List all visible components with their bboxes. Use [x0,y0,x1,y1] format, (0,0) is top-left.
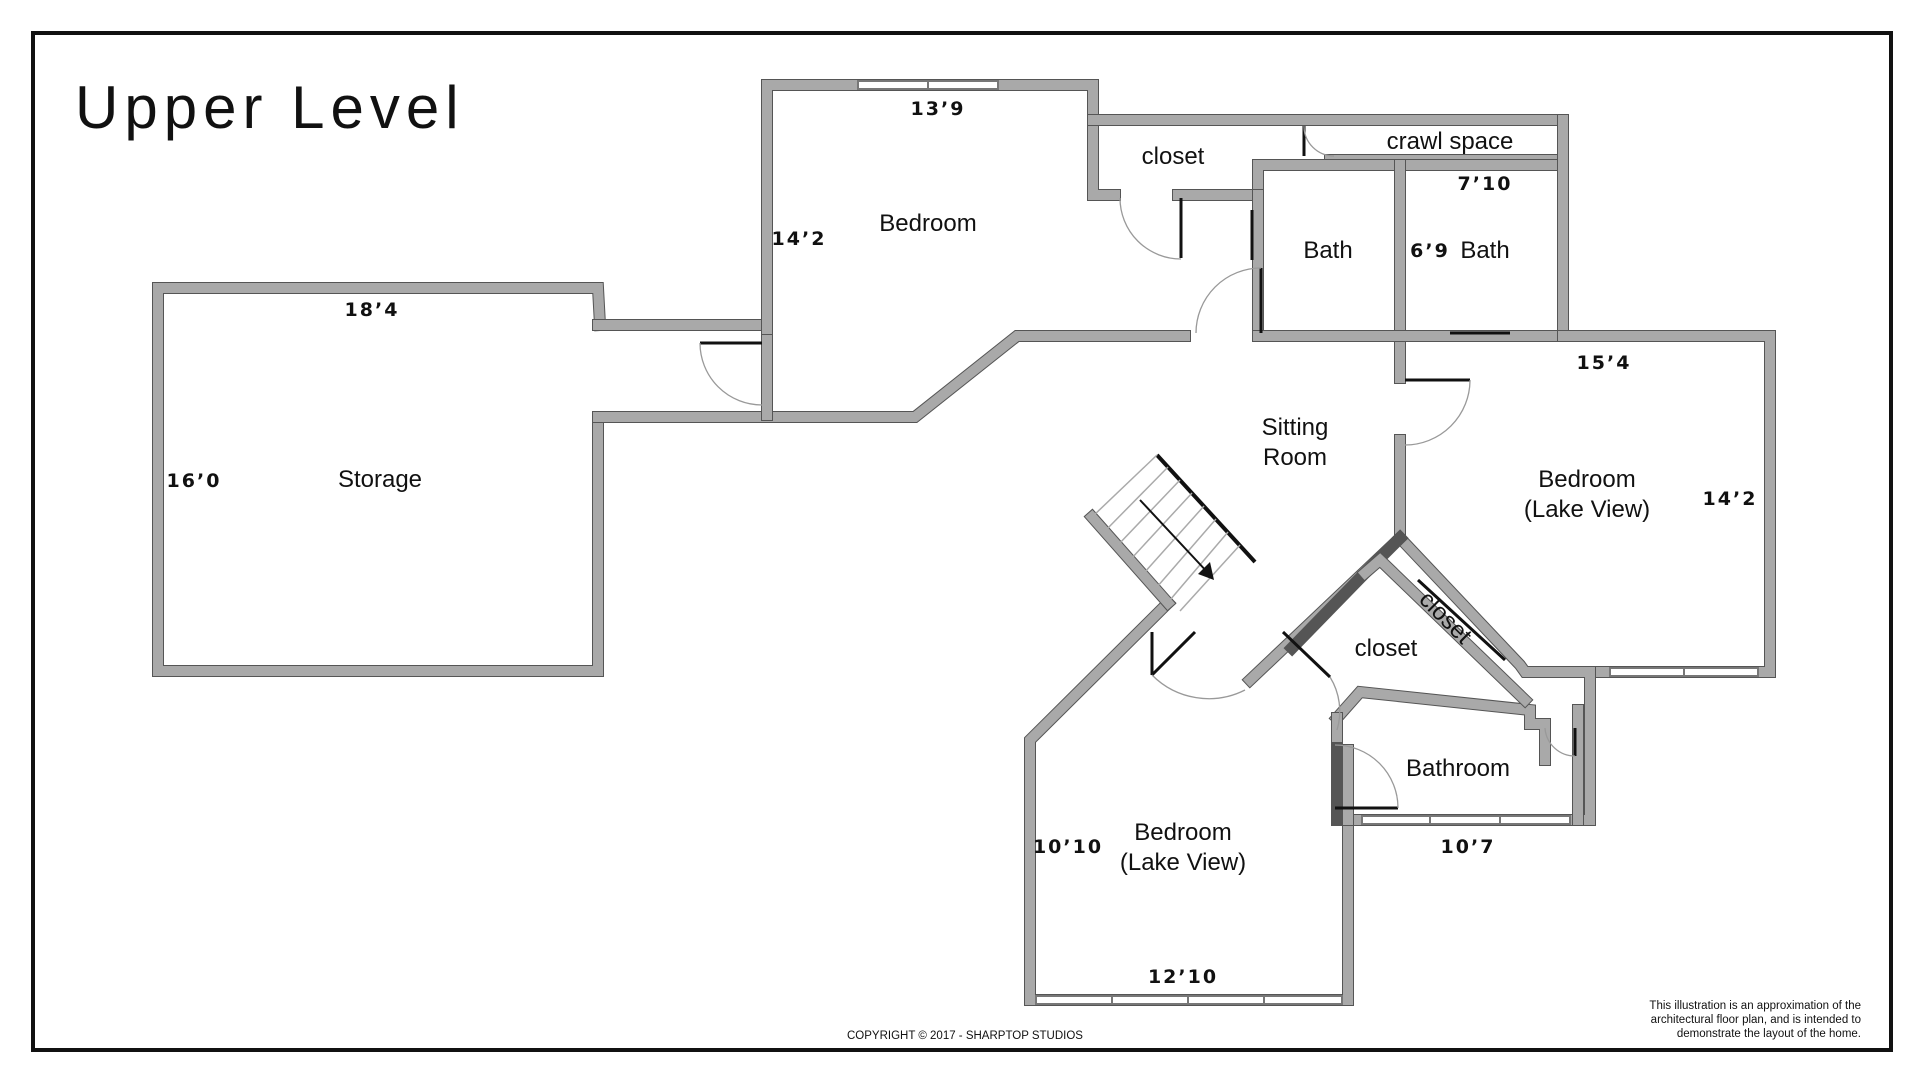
storage-walls [152,282,1191,677]
disclaimer-line-2: architectural floor plan, and is intende… [1651,1014,1861,1026]
dim-bathroom-width: 10’7 [1441,836,1496,858]
dim-bath2-width: 7’10 [1458,173,1513,195]
window-bathroom [1361,815,1571,825]
dim-storage-width: 18’4 [345,299,400,321]
windows [857,80,1759,1005]
dim-bedroom-top-depth: 14’2 [772,228,827,250]
dim-bedroom-right-width: 15’4 [1577,352,1632,374]
dimension-labels: 18’4 16’0 13’9 14’2 7’10 6’9 15’4 14’2 1… [167,98,1758,988]
dim-bedroom-bottom-depth: 10’10 [1033,836,1103,858]
label-bath-1: Bath [1303,237,1352,264]
label-crawl-space: crawl space [1387,128,1514,155]
label-sitting-room-2: Room [1263,444,1327,471]
stairs [1091,453,1257,612]
label-storage: Storage [338,466,422,493]
dim-bedroom-top-width: 13’9 [911,98,966,120]
dim-storage-depth: 16’0 [167,470,222,492]
bedroom-top-walls [761,79,1121,421]
label-bedroom-right-1: Bedroom [1538,466,1635,493]
arrow-head-icon [1198,562,1214,580]
closet-crawl-walls [1087,114,1569,338]
disclaimer-line-3: demonstrate the layout of the home. [1677,1028,1861,1040]
label-bath-2: Bath [1460,237,1509,264]
dim-bedroom-right-depth: 14’2 [1703,488,1758,510]
door-closet-mid [1281,630,1332,679]
disclaimer: This illustration is an approximation of… [1649,1000,1861,1040]
disclaimer-line-1: This illustration is an approximation of… [1649,1000,1861,1012]
label-sitting-room-1: Sitting [1262,414,1329,441]
label-bedroom-bottom-2: (Lake View) [1120,849,1246,876]
plan-title: Upper Level [75,74,465,141]
label-bedroom-right-2: (Lake View) [1524,496,1650,523]
label-closet-mid: closet [1355,635,1418,662]
copyright-text: COPYRIGHT © 2017 - SHARPTOP STUDIOS [847,1030,1083,1042]
stair-direction-arrow [1139,499,1211,576]
label-bathroom: Bathroom [1406,755,1510,782]
label-bedroom-bottom-1: Bedroom [1134,819,1231,846]
dim-bath2-depth: 6’9 [1410,240,1450,262]
label-closet-top: closet [1142,143,1205,170]
stair-walls [1083,508,1177,612]
bath-walls [1252,159,1569,384]
label-bedroom-top: Bedroom [879,210,976,237]
door-closet-diag [1416,578,1507,662]
border-frame [31,31,1893,1052]
doors [699,125,1577,810]
dim-bedroom-bottom-width: 12’10 [1148,966,1218,988]
